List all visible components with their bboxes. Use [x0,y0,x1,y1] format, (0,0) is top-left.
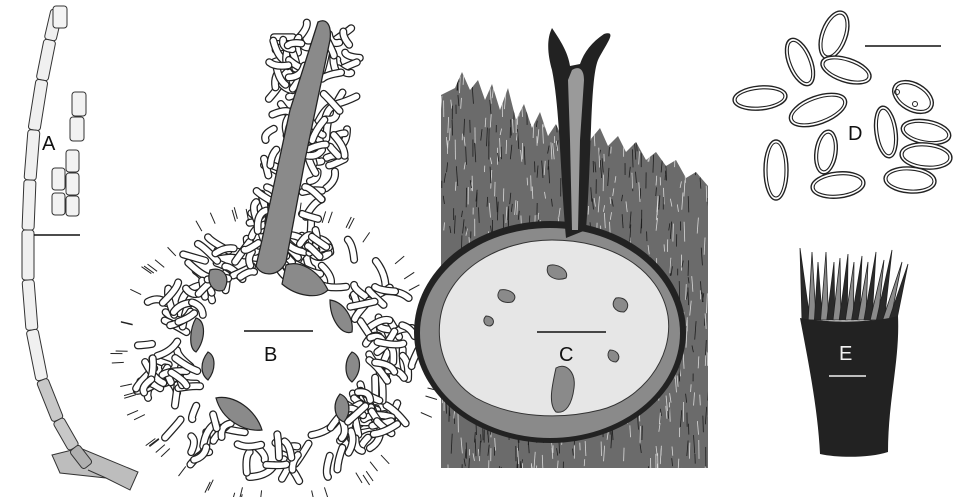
panel-a-filament-cell [36,378,63,422]
panel-a-filament-cell [53,417,79,451]
panel-c-label: C [559,344,573,366]
panel-a-basal-hypha [52,448,138,490]
panel-e-seta [821,252,829,320]
panel-a-filament-cell [24,130,40,181]
panel-a: A [22,6,138,490]
panel-d-ascospore [780,34,821,89]
panel-b-hair [130,289,141,294]
panel-b-hair [409,285,420,291]
panel-c: C [414,28,709,485]
panel-d-ascospore [810,169,866,201]
panel-d-ascospore [813,7,855,63]
panel-a-detached-cells [52,92,86,216]
panel-b: B [110,21,441,497]
panel-b-hair [112,362,124,363]
panel-a-filament-cell [22,230,34,280]
panel-b-hair [322,211,326,222]
panel-d-ascospore [732,84,788,113]
panel-b-hair [366,471,373,481]
panel-b-hair [161,449,170,457]
panel-b-hair [134,415,145,420]
panel-b-hair [260,490,261,497]
panel-b-hair [196,221,202,231]
panel-e-body [800,316,898,457]
panel-e-setae [800,248,908,320]
panel-d-ascospore [812,129,840,176]
panel-d-ascospore [764,140,788,200]
panel-e-label: E [839,343,852,365]
panel-a-filament-cell [26,329,48,381]
panel-a-label: A [42,133,56,155]
panel-b-hair [210,213,215,224]
panel-a-filament-cell [22,180,36,230]
panel-b-hair [363,232,370,242]
panel-b-hair [150,439,160,446]
panel-b-hair [127,410,138,415]
panel-b-hair [168,247,176,256]
panel-d: D [732,7,953,201]
panel-b-hair [421,413,432,418]
panel-b-hair [324,487,328,497]
panel-d-ascospore [871,105,900,160]
panel-b-hair [381,455,389,464]
panel-d-label: D [848,123,862,145]
panel-a-filament-cell [28,79,48,131]
panel-b-hair [156,445,165,453]
panel-a-filament [22,6,93,470]
panel-d-ascospore [887,74,939,120]
panel-b-hair [120,384,132,387]
panel-d-ascospore [785,87,851,134]
panel-b-hair [312,490,315,497]
panel-b-hair [363,475,370,485]
panel-b-hair [395,256,404,264]
panel-b-hair [155,260,164,268]
panel-b-hair [231,493,234,497]
panel-a-apical-cell [53,6,67,28]
panel-e: E [800,248,908,457]
panel-b-hair [179,466,186,476]
panel-b-hair [425,396,436,399]
panel-a-filament-cell [36,39,56,81]
panel-b-hair [370,462,377,471]
panel-b-label: B [264,344,277,366]
panel-b-hair [404,272,414,279]
panel-b-hair [356,473,362,483]
panel-b-hair [328,212,332,223]
panel-b-hair [148,264,158,271]
panel-a-filament-cell [22,280,38,331]
